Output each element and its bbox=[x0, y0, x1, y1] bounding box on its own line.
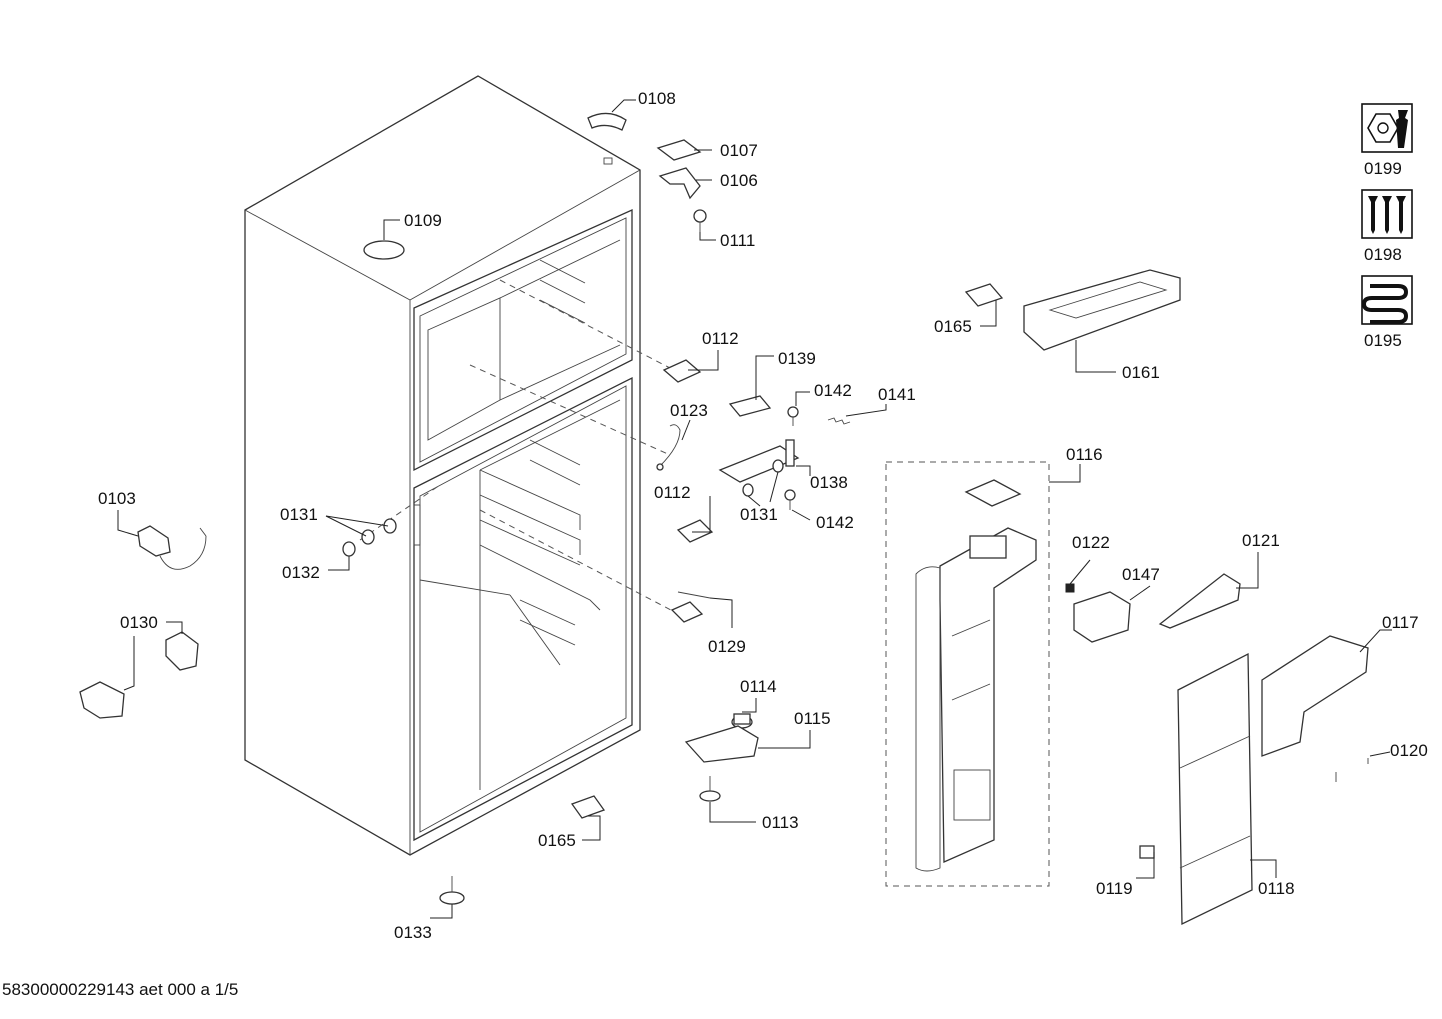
label-0129: 0129 bbox=[708, 637, 746, 656]
part-0117-shelf bbox=[1261, 635, 1369, 757]
part-0139-hinge-part bbox=[728, 395, 772, 417]
label-0199: 0199 bbox=[1364, 159, 1402, 178]
part-0123-sensor-cable bbox=[656, 424, 681, 471]
label-0195: 0195 bbox=[1364, 331, 1402, 350]
part-0165-clip-bottom bbox=[570, 795, 606, 819]
label-0119: 0119 bbox=[1096, 879, 1133, 898]
part-0165-clip-top bbox=[964, 283, 1004, 307]
part-0112-hinge-cover-lower bbox=[676, 519, 714, 543]
part-0147-fan-unit bbox=[1073, 591, 1131, 643]
part-0141-pin bbox=[827, 417, 851, 425]
label-0111: 0111 bbox=[720, 231, 755, 250]
label-0147: 0147 bbox=[1122, 565, 1160, 584]
part-0129-clip bbox=[670, 591, 711, 623]
label-0115: 0115 bbox=[794, 709, 831, 728]
part-0120-spring bbox=[1335, 758, 1369, 782]
part-0108-cover bbox=[587, 112, 627, 131]
part-0107-cover bbox=[656, 139, 702, 161]
label-0165-top: 0165 bbox=[934, 317, 972, 336]
label-0103: 0103 bbox=[98, 489, 136, 508]
part-0115-lower-hinge bbox=[684, 725, 759, 763]
part-0103-power-cord bbox=[137, 525, 207, 570]
label-0141: 0141 bbox=[878, 385, 916, 404]
label-0109: 0109 bbox=[404, 211, 442, 230]
screws-icon bbox=[1361, 189, 1413, 239]
part-0113-foot bbox=[699, 776, 721, 802]
label-0120: 0120 bbox=[1390, 741, 1428, 760]
part-0138-hinge bbox=[718, 439, 800, 483]
label-0112-upper: 0112 bbox=[702, 329, 739, 348]
refrigerator-cabinet bbox=[244, 75, 691, 856]
label-0198: 0198 bbox=[1364, 245, 1402, 264]
part-0133-foot bbox=[439, 876, 465, 905]
heating-coil-icon bbox=[1361, 275, 1413, 325]
part-labels: 0108 0107 0106 0109 0111 0112 0139 0142 … bbox=[98, 89, 1428, 942]
label-0121: 0121 bbox=[1242, 531, 1280, 550]
label-0133: 0133 bbox=[394, 923, 432, 942]
label-0123: 0123 bbox=[670, 401, 708, 420]
label-0165-bottom: 0165 bbox=[538, 831, 576, 850]
part-0109-plug bbox=[363, 240, 405, 260]
part-0116-air-duct-assembly bbox=[885, 461, 1050, 887]
part-0130-cover-small bbox=[165, 631, 199, 671]
label-0112-lower: 0112 bbox=[654, 483, 691, 502]
part-0122-small-part bbox=[1065, 583, 1075, 593]
part-0111-screw bbox=[693, 209, 707, 232]
part-0106-bracket bbox=[658, 167, 701, 200]
part-0130-cover-large bbox=[79, 681, 125, 719]
label-0142-upper: 0142 bbox=[814, 381, 852, 400]
part-0131-washers-right bbox=[742, 459, 784, 497]
label-0131-right: 0131 bbox=[740, 505, 778, 524]
leader-lines bbox=[117, 99, 1392, 919]
label-0114: 0114 bbox=[740, 677, 777, 696]
part-0131-washers-left bbox=[342, 518, 397, 557]
part-0112-hinge-cover-upper bbox=[662, 359, 702, 383]
label-0132: 0132 bbox=[282, 563, 320, 582]
part-0161-control-housing bbox=[1023, 269, 1181, 351]
part-0142-screw-lower bbox=[784, 489, 796, 510]
label-0106: 0106 bbox=[720, 171, 758, 190]
part-0121-thermostat bbox=[1158, 573, 1241, 629]
hex-nut-wrench-icon bbox=[1361, 103, 1413, 153]
label-0139: 0139 bbox=[778, 349, 816, 368]
label-0138: 0138 bbox=[810, 473, 848, 492]
document-id: 58300000229143 aet 000 a 1/5 bbox=[2, 980, 239, 999]
label-0108: 0108 bbox=[638, 89, 676, 108]
label-0117: 0117 bbox=[1382, 613, 1419, 632]
label-0107: 0107 bbox=[720, 141, 758, 160]
part-0142-screw-upper bbox=[787, 406, 799, 426]
part-0119-small-block bbox=[1139, 845, 1155, 859]
label-0142-lower: 0142 bbox=[816, 513, 854, 532]
label-0116: 0116 bbox=[1066, 445, 1103, 464]
label-0113: 0113 bbox=[762, 813, 799, 832]
label-0131-left: 0131 bbox=[280, 505, 318, 524]
label-0161: 0161 bbox=[1122, 363, 1160, 382]
label-0122: 0122 bbox=[1072, 533, 1110, 552]
label-0130: 0130 bbox=[120, 613, 158, 632]
label-0118: 0118 bbox=[1258, 879, 1295, 898]
part-0118-door-panel bbox=[1177, 652, 1253, 926]
part-0114-cap bbox=[731, 713, 753, 729]
